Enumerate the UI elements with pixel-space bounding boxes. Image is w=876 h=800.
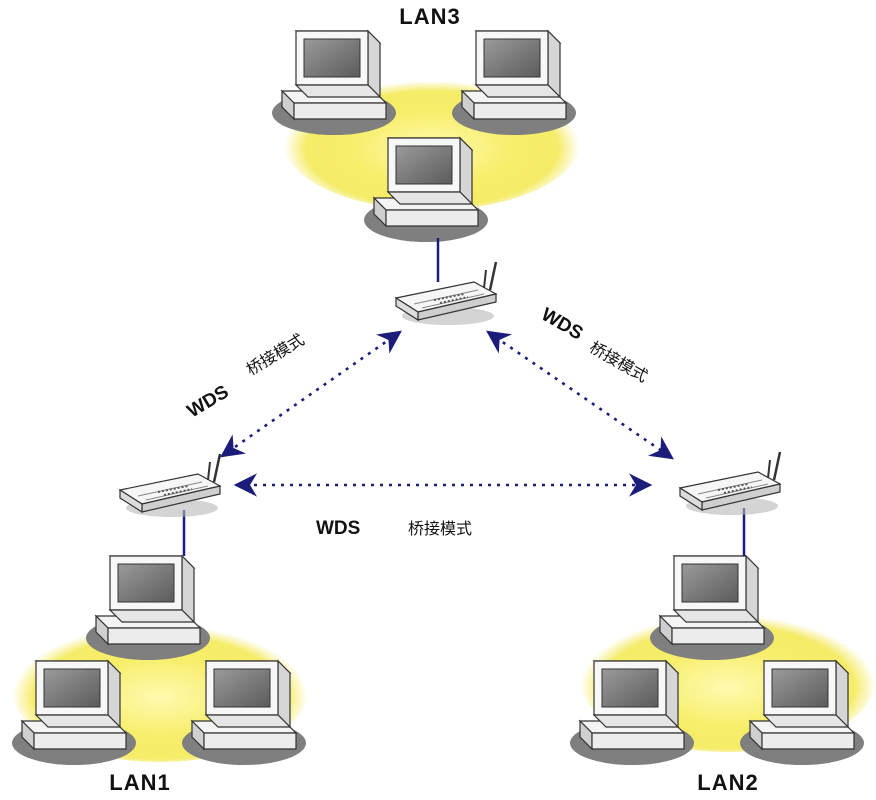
lan2-pc-top [649, 555, 775, 661]
wds-label-lan3-lan1-protocol: WDS [184, 381, 233, 422]
lan1-pc-top [85, 555, 211, 661]
router-lan3 [394, 260, 498, 327]
lan2-group: LAN2 [569, 555, 876, 795]
wds-label-lan3-lan1: WDS 桥接模式 [184, 330, 308, 422]
wds-label-lan3-lan2-protocol: WDS [538, 304, 587, 344]
router-lan2 [678, 450, 782, 517]
lan2-label: LAN2 [697, 770, 758, 795]
lan3-group: LAN3 [271, 4, 580, 243]
router-lan1 [118, 452, 222, 519]
lan3-pc-left [271, 30, 397, 136]
lan3-label: LAN3 [399, 4, 460, 29]
wds-label-lan1-lan2-protocol: WDS [316, 518, 360, 539]
wds-label-lan3-lan1-mode: 桥接模式 [243, 330, 308, 379]
wds-label-lan3-lan2: WDS 桥接模式 [538, 304, 652, 386]
lan1-group: LAN1 [11, 555, 308, 795]
wds-label-lan3-lan2-mode: 桥接模式 [586, 337, 651, 385]
lan1-label: LAN1 [109, 770, 170, 795]
wds-link-lan3-lan1 [220, 330, 402, 458]
wds-label-lan1-lan2-mode: 桥接模式 [408, 519, 472, 538]
wds-link-lan3-lan2 [486, 330, 674, 460]
wds-label-lan1-lan2: WDS 桥接模式 [316, 518, 472, 539]
